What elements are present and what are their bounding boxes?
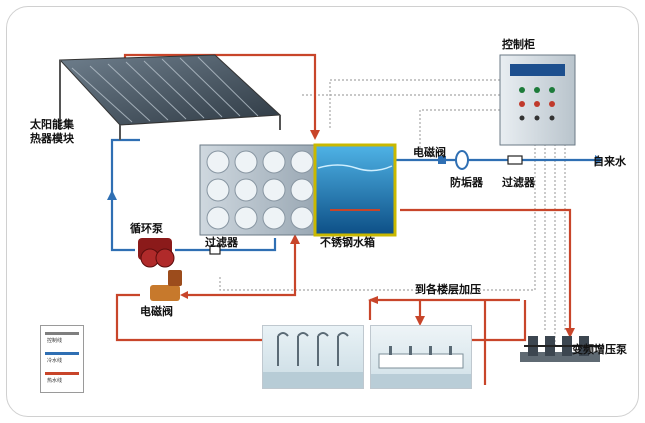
filter-bottom-icon: [209, 245, 221, 255]
circulation-pump-label: 循环泵: [130, 222, 163, 235]
tank-body: [199, 143, 397, 237]
top-line-fittings: [438, 150, 523, 170]
legend-text-hot: 热水线: [47, 378, 63, 384]
arrow-up-to-tank: [290, 234, 300, 244]
legend-text-cold: 冷水线: [47, 358, 63, 364]
control-lines: [219, 79, 566, 345]
shower-room-image: [262, 325, 364, 389]
cold-arrows: [107, 155, 603, 200]
filter-top-label: 过滤器: [502, 176, 535, 189]
filter-bottom-label: 过滤器: [205, 236, 238, 249]
arrow-left-floor: [368, 296, 378, 304]
arrow-down-right-panel: [415, 316, 425, 326]
shower-heads: [263, 332, 363, 388]
solenoid-valve-bottom-label: 电磁阀: [140, 305, 173, 318]
solenoid-valve-top-label: 电磁阀: [413, 146, 446, 159]
tap-water-label: 自来水: [593, 155, 626, 168]
arrow-up-to-solar: [107, 190, 117, 200]
arrow-down-to-pump: [565, 328, 575, 338]
floor-pressurize-label: 到各楼层加压: [415, 283, 481, 296]
legend-text-control: 控制线: [47, 338, 63, 344]
tank-label: 不锈钢水箱: [320, 236, 375, 249]
washroom-image: [370, 325, 472, 389]
legend-swatch-cold: [45, 352, 79, 355]
booster-pump: [520, 336, 600, 362]
legend-item: 控制线: [45, 332, 79, 350]
legend-swatch-hot: [45, 372, 79, 375]
arrow-left-valve: [180, 291, 188, 299]
booster-pump-label: 变频增压泵: [572, 343, 627, 356]
solar-label-line1: 太阳能集: [30, 118, 74, 131]
legend-swatch-control: [45, 332, 79, 335]
control-cabinet: [499, 54, 576, 146]
wash-basins: [371, 346, 471, 388]
anti-scale-label: 防垢器: [450, 176, 483, 189]
legend-item: 冷水线: [45, 352, 79, 370]
control-cabinet-label: 控制柜: [502, 38, 535, 51]
circulation-pump: [138, 238, 175, 268]
legend-item: 热水线: [45, 372, 79, 390]
arrow-from-tap: [595, 155, 603, 165]
hot-arrows: [180, 130, 575, 338]
solar-collector: [58, 54, 282, 140]
legend: 控制线 冷水线 热水线: [40, 325, 84, 393]
solar-label-line2: 热器模块: [30, 132, 74, 145]
solenoid-valve-bottom: [150, 270, 182, 301]
arrow-down-to-tank: [310, 130, 320, 140]
